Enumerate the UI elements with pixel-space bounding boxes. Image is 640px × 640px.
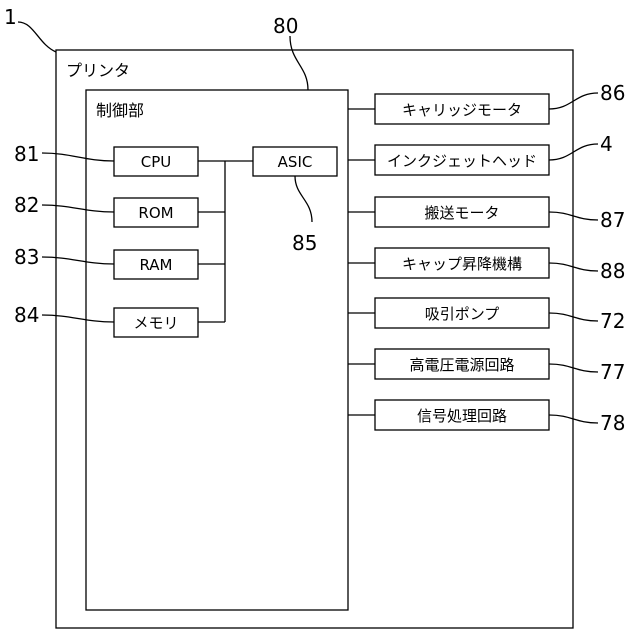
device-ref: 87 — [600, 208, 625, 232]
printer-label: プリンタ — [66, 61, 130, 80]
device-ref: 88 — [600, 259, 625, 283]
rom-ref: 82 — [14, 193, 39, 217]
memory-ref: 84 — [14, 303, 39, 327]
device-block: キャップ昇降機構 88 — [348, 248, 625, 283]
device-label: インクジェットヘッド — [387, 152, 537, 170]
device-ref: 86 — [600, 81, 625, 105]
device-label: 吸引ポンプ — [425, 305, 500, 323]
asic-ref: 85 — [292, 231, 317, 255]
controller-label: 制御部 — [96, 101, 144, 120]
device-ref: 77 — [600, 360, 625, 384]
printer-ref: 1 — [4, 5, 17, 29]
controller-ref: 80 — [273, 14, 298, 38]
device-label: キャリッジモータ — [402, 101, 522, 119]
memory-label: メモリ — [133, 314, 178, 332]
device-block: 吸引ポンプ 72 — [348, 298, 625, 333]
ram-label: RAM — [139, 256, 172, 274]
device-ref: 78 — [600, 411, 625, 435]
device-label: 搬送モータ — [424, 204, 499, 222]
ram-ref: 83 — [14, 245, 39, 269]
cpu-label: CPU — [141, 153, 172, 171]
rom-label: ROM — [138, 204, 173, 222]
cpu-ref: 81 — [14, 142, 39, 166]
device-block: 搬送モータ 87 — [348, 197, 625, 232]
asic-label: ASIC — [278, 153, 313, 171]
printer-leader-line — [18, 22, 56, 52]
device-label: キャップ昇降機構 — [402, 255, 522, 273]
device-ref: 4 — [600, 132, 613, 156]
device-ref: 72 — [600, 309, 625, 333]
device-label: 信号処理回路 — [417, 407, 507, 425]
device-block: 信号処理回路 78 — [348, 400, 625, 435]
device-block: 高電圧電源回路 77 — [348, 349, 625, 384]
device-label: 高電圧電源回路 — [409, 356, 514, 374]
